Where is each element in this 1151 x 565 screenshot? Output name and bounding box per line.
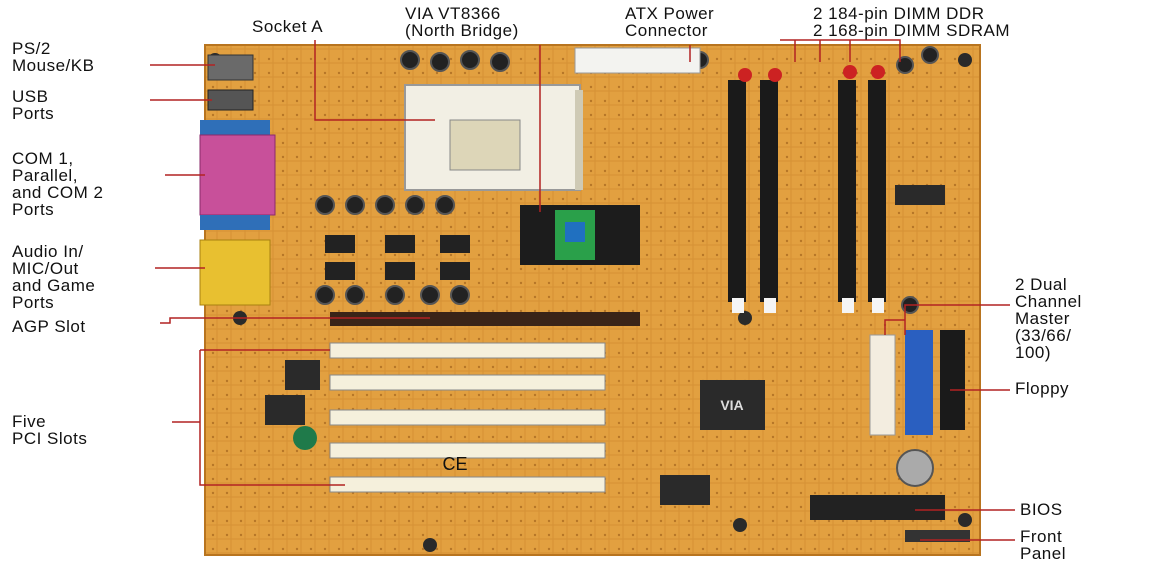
parallel-port [200,135,275,215]
socket-a-center [450,120,520,170]
audio-game-ports [200,240,270,305]
com2-port [200,215,270,230]
ps2-port [208,55,253,80]
label-ide: 2 Dual Channel Master (33/66/ 100) [1015,276,1082,361]
atx-power-connector [575,48,700,73]
usb-ports [208,90,253,110]
label-atx-power: ATX Power Connector [625,5,714,39]
label-north-bridge: VIA VT8366 (North Bridge) [405,5,519,39]
label-com-parallel: COM 1, Parallel, and COM 2 Ports [12,150,103,218]
agp-slot [330,312,640,326]
label-ps2: PS/2 Mouse/KB [12,40,94,74]
bios-chip [810,495,945,520]
label-front-panel: Front Panel [1020,528,1066,562]
ide-connector-blue [905,330,933,435]
label-agp: AGP Slot [12,318,86,335]
label-socket-a: Socket A [252,18,323,35]
socket-lever [575,90,583,190]
cmos-battery [897,450,933,486]
ide-connector-white [870,335,895,435]
label-usb: USB Ports [12,88,54,122]
label-audio: Audio In/ MIC/Out and Game Ports [12,243,95,311]
label-bios: BIOS [1020,501,1063,518]
label-floppy: Floppy [1015,380,1069,397]
label-dimm: 2 184-pin DIMM DDR 2 168-pin DIMM SDRAM [813,5,1010,39]
chip-logo: VIA [720,397,743,413]
label-pci: Five PCI Slots [12,413,87,447]
com1-port [200,120,270,135]
floppy-connector [940,330,965,430]
ce-mark: CE [442,454,467,474]
